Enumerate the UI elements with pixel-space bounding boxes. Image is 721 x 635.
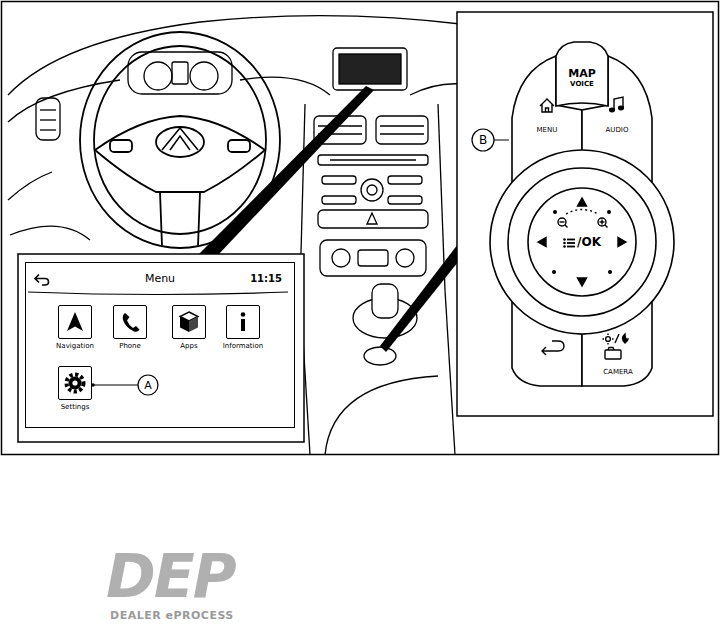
button-label: AUDIO bbox=[606, 126, 629, 134]
controller-button: MENU bbox=[537, 126, 558, 134]
list-icon bbox=[563, 238, 575, 248]
tile-label: Phone bbox=[113, 342, 147, 350]
controller bbox=[490, 42, 674, 386]
tile-icon-art bbox=[59, 367, 91, 399]
menu-tile: Information bbox=[223, 305, 264, 350]
callout-letter: B bbox=[479, 133, 487, 147]
tile-icon-art bbox=[227, 306, 259, 338]
tile-label: Apps bbox=[172, 342, 206, 350]
menu-tile: Phone bbox=[113, 305, 147, 350]
controller-button: MAPVOICE bbox=[568, 68, 596, 89]
controller-knob: /OK bbox=[563, 233, 601, 252]
screen-inset bbox=[18, 254, 304, 442]
menu-tile: Settings bbox=[58, 366, 92, 411]
center-stack bbox=[300, 48, 455, 455]
menu-screen: Menu11:15NavigationPhoneAppsInformationS… bbox=[25, 262, 295, 428]
controller-button: AUDIO bbox=[606, 126, 629, 134]
tile-icon bbox=[113, 305, 147, 339]
tile-icon bbox=[58, 366, 92, 400]
pointer-wedge bbox=[380, 244, 458, 352]
callout-letter: A bbox=[144, 379, 152, 392]
tile-label: Navigation bbox=[56, 342, 94, 350]
controller-symbols bbox=[472, 97, 628, 359]
button-label: MENU bbox=[537, 126, 558, 134]
watermark-text: DEALER ePROCESS bbox=[110, 610, 234, 621]
clock-time: 11:15 bbox=[250, 273, 282, 284]
tile-icon-art bbox=[114, 306, 146, 338]
button-label: CAMERA bbox=[603, 368, 633, 376]
back-icon-art bbox=[33, 271, 51, 287]
header-rule-art bbox=[28, 290, 288, 298]
tile-label: Information bbox=[223, 342, 264, 350]
button-label: /OK bbox=[577, 236, 601, 249]
list-icon-art bbox=[563, 238, 575, 248]
watermark-logo: DEP bbox=[106, 546, 235, 606]
tile-label: Settings bbox=[58, 403, 92, 411]
back-icon bbox=[33, 271, 51, 287]
tile-icon-art bbox=[59, 306, 91, 338]
dashboard bbox=[8, 16, 470, 240]
menu-tile: Apps bbox=[172, 305, 206, 350]
tile-icon-art bbox=[173, 306, 205, 338]
tile-icon bbox=[172, 305, 206, 339]
button-label: VOICE bbox=[568, 80, 596, 88]
button-label: MAP bbox=[568, 68, 596, 81]
controller-button: CAMERA bbox=[603, 368, 633, 376]
header-rule bbox=[28, 290, 288, 298]
pointer-wedge bbox=[198, 86, 374, 255]
tile-icon bbox=[226, 305, 260, 339]
tile-icon bbox=[58, 305, 92, 339]
controller-inset bbox=[457, 12, 713, 416]
menu-tile: Navigation bbox=[56, 305, 94, 350]
